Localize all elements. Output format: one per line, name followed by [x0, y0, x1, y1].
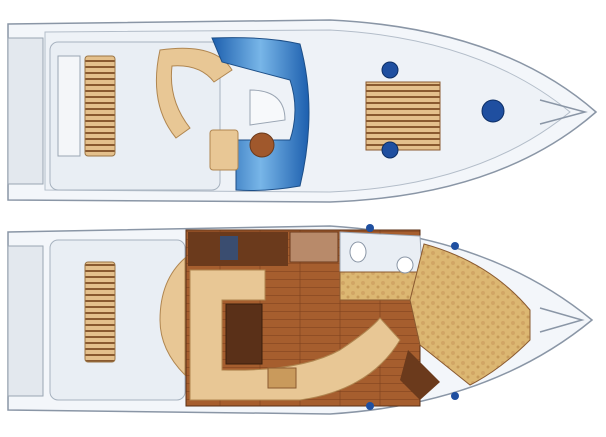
- washbasin: [396, 256, 414, 274]
- lower-deck-plan: [7, 224, 594, 415]
- saloon-l-sofa: [189, 269, 401, 401]
- porthole-icon: [481, 99, 505, 123]
- galley-counter: [289, 231, 339, 263]
- ottoman: [267, 367, 297, 389]
- cabin-stairs: [400, 350, 440, 400]
- lower-bow-pulpit: [539, 307, 585, 333]
- sunpad: [365, 81, 441, 151]
- forward-cabin: [409, 243, 531, 386]
- porthole-icon: [381, 141, 399, 159]
- upper-deck-plan: [7, 19, 598, 203]
- porthole-icon: [366, 402, 374, 410]
- galley-sink: [220, 236, 238, 260]
- helm-console: [249, 132, 275, 158]
- lower-cockpit-sofa: [159, 256, 186, 377]
- lower-aft-bench: [84, 261, 116, 363]
- porthole-icon: [451, 242, 459, 250]
- lower-swim-platform: [7, 245, 44, 397]
- helm-seat: [209, 129, 239, 171]
- porthole-icon: [451, 392, 459, 400]
- companionway: [249, 89, 286, 126]
- porthole-icon: [366, 224, 374, 232]
- aft-locker: [57, 55, 81, 157]
- bow-pulpit: [539, 99, 588, 125]
- porthole-icon: [381, 61, 399, 79]
- saloon-table: [225, 303, 263, 365]
- toilet: [349, 241, 367, 263]
- head-counter: [339, 271, 421, 301]
- aft-bench-seat: [84, 55, 116, 157]
- swim-platform: [7, 37, 44, 185]
- cockpit-curved-sofa: [155, 47, 233, 139]
